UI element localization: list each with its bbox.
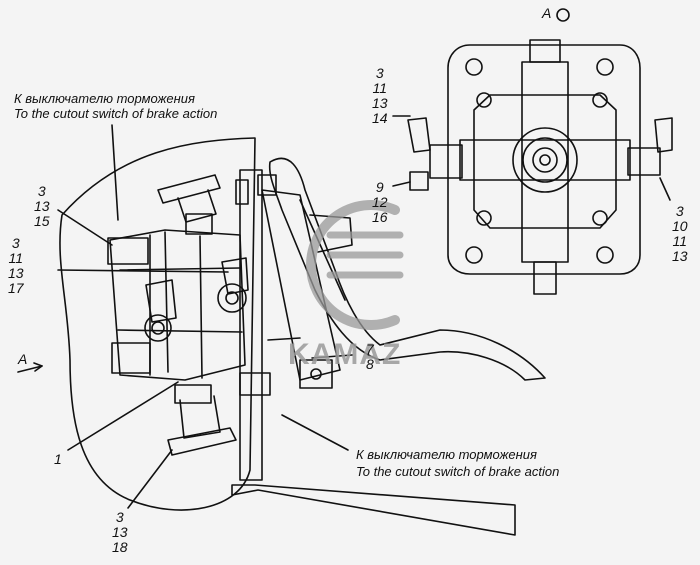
- kamaz-emblem: [306, 200, 404, 330]
- callout-item: 16: [372, 209, 388, 225]
- callout-item: 13: [372, 95, 388, 111]
- callout-item: 3: [11, 235, 20, 251]
- leader-topview-mid: [392, 181, 411, 187]
- callout-item: 13: [112, 524, 128, 540]
- upper-plunger: [157, 174, 221, 235]
- leader-3-13-15: [57, 209, 113, 246]
- callout-item: 10: [672, 218, 688, 234]
- callout-item: 13: [34, 198, 50, 214]
- leader-top-caption: [111, 124, 119, 221]
- caption-top-left-en: To the cutout switch of brake action: [14, 106, 218, 121]
- callout-item: 12: [372, 194, 388, 210]
- view-a-cross: [459, 39, 631, 295]
- callout-topview-left: 3 11 13 14: [372, 66, 388, 126]
- view-arrow-head: [33, 362, 43, 372]
- callout-item: 13: [672, 248, 688, 264]
- callout-item: 3: [115, 509, 124, 525]
- fitting-right: [217, 257, 249, 313]
- pivot-block: [261, 189, 341, 389]
- callout-left-b: 3 11 13 17: [8, 236, 24, 296]
- leader-topview-right: [659, 177, 671, 201]
- caption-top-left-ru: К выключателю торможения: [14, 91, 195, 106]
- view-arrow: [17, 365, 43, 373]
- view-a-flange: [447, 44, 641, 275]
- view-a-title: A: [542, 5, 552, 21]
- leader-3-13-18: [127, 449, 173, 509]
- callout-item: 9: [375, 179, 384, 195]
- callout-item: 11: [672, 233, 688, 249]
- mounting-contour: [59, 137, 256, 511]
- callout-topview-mid: 9 12 16: [372, 180, 388, 225]
- callout-topview-right: 3 10 11 13: [672, 204, 688, 264]
- callout-item: 14: [372, 110, 388, 126]
- lower-plunger: [167, 384, 237, 456]
- callout-item: 8: [366, 356, 374, 372]
- callout-item: 13: [8, 265, 24, 281]
- watermark-text: KAMAZ: [288, 338, 402, 371]
- callout-item: 17: [8, 280, 24, 296]
- view-arrow-label: A: [18, 351, 28, 367]
- callout-item: 11: [372, 80, 388, 96]
- leader-7-8: [311, 354, 353, 359]
- leader-3-11-13-17: [57, 269, 229, 273]
- callout-item: 11: [8, 250, 24, 266]
- caption-bottom-right-ru: К выключателю торможения: [356, 447, 537, 462]
- valve-body: [107, 174, 277, 396]
- callout-bottom: 3 13 18: [112, 510, 128, 555]
- callout-left-a: 3 13 15: [34, 184, 50, 229]
- view-a-marker: [556, 8, 570, 22]
- view-a-fittings: [407, 117, 673, 191]
- leader-bottom-caption: [281, 414, 349, 451]
- floor-plate: [231, 484, 516, 536]
- callout-item: 3: [375, 65, 384, 81]
- callout-item: 18: [112, 539, 128, 555]
- callout-item: 7: [366, 341, 374, 357]
- caption-bottom-right-en: To the cutout switch of brake action: [356, 464, 560, 479]
- leader-1: [67, 381, 179, 451]
- callout-item: 15: [34, 213, 50, 229]
- callout-item: 3: [37, 183, 46, 199]
- callout-right-78: 7 8: [366, 342, 374, 372]
- callout-left-c: 1: [54, 451, 62, 467]
- view-a-bolts: [465, 58, 614, 264]
- fitting-left: [144, 279, 177, 342]
- callout-item: 3: [675, 203, 684, 219]
